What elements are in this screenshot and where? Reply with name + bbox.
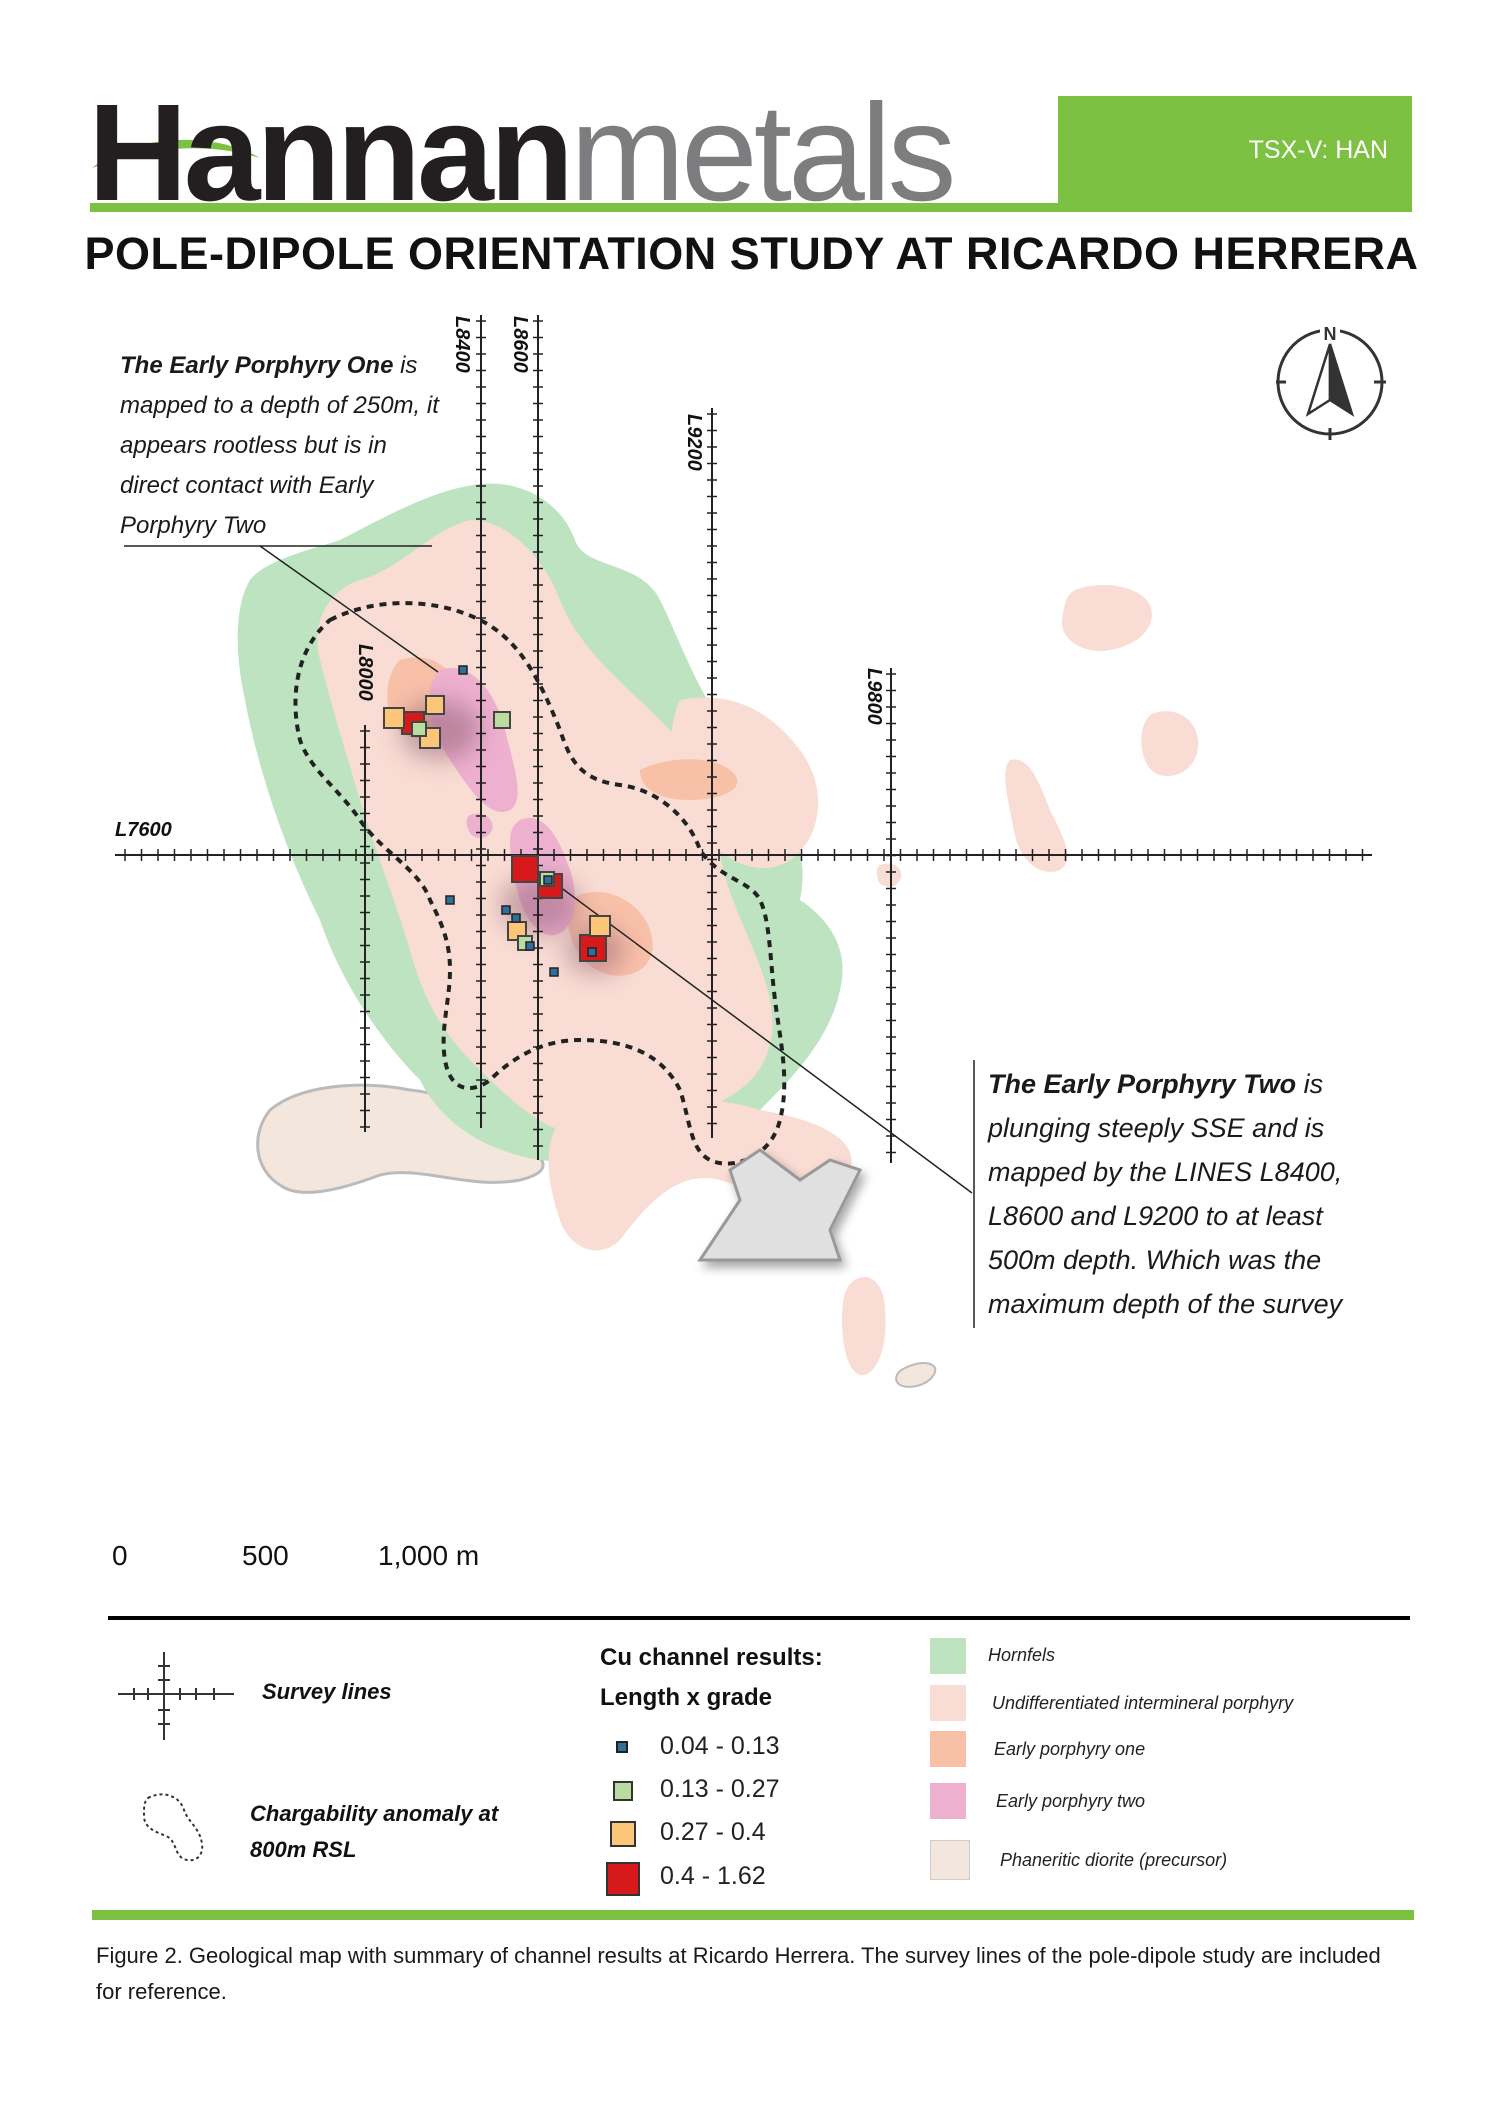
outcrop-area [1061, 585, 1152, 651]
sample-vlow [587, 947, 597, 957]
note-one-text: is mapped to a depth of 250m, it appears… [120, 352, 439, 539]
footer-divider [92, 1910, 1414, 1920]
outcrop-area [895, 1362, 937, 1388]
cu-legend-title: Cu channel results: Length x grade [600, 1638, 823, 1718]
cu-legend-heading: Cu channel results: [600, 1644, 823, 1671]
geo-label-early-one: Early porphyry one [994, 1739, 1146, 1759]
scale-label-500: 500 [242, 1540, 289, 1571]
legend-chargability-label: Chargability anomaly at 800m RSL [250, 1801, 499, 1862]
outcrop-area [876, 863, 902, 887]
sample-vlow [445, 895, 455, 905]
note-two-text: is plunging steeply SSE and is mapped by… [988, 1069, 1343, 1319]
sample-high [511, 855, 539, 883]
sample-vlow [543, 875, 553, 885]
sample-vlow [501, 905, 511, 915]
callout-note-early-porphyry-two: The Early Porphyry Two is plunging steep… [988, 1062, 1368, 1326]
geological-map: L8400 L8600 L9200 L8000 L9800 L7600 [115, 315, 1386, 1388]
chargability-anomaly-outline [293, 601, 787, 1166]
cu-swatch-1 [616, 1741, 628, 1753]
cu-label-1: 0.04 - 0.13 [660, 1732, 780, 1760]
callout-leader-one-diagonal [259, 545, 439, 673]
outcrop-area [1005, 759, 1068, 872]
intermineral-porphyry-area [671, 697, 819, 869]
sample-vlow [549, 967, 559, 977]
figure-caption: Figure 2. Geological map with summary of… [96, 1943, 1381, 2004]
sample-mid [383, 707, 405, 729]
line-label-l8600: L8600 [509, 316, 531, 373]
geo-label-phaneritic: Phaneritic diorite (precursor) [1000, 1850, 1228, 1870]
callout-leader-two [547, 877, 973, 1194]
ticker-box: TSX-V: HAN [1058, 96, 1412, 204]
geo-swatch-hornfels [930, 1638, 966, 1674]
logo-swoosh-icon [92, 139, 260, 168]
geo-label-hornfels: Hornfels [988, 1645, 1056, 1665]
cu-swatch-3 [610, 1821, 636, 1847]
cu-swatch-4 [606, 1862, 640, 1896]
cu-samples [383, 665, 611, 977]
line-label-l9800: L9800 [863, 668, 885, 725]
line-label-l7600: L7600 [115, 819, 172, 841]
scale-label-1000: 1,000 m [378, 1540, 480, 1571]
logo-text-dark: Hannan [88, 76, 574, 230]
sample-vlow [458, 665, 468, 675]
geo-swatch-early-one [930, 1731, 966, 1767]
sample-mid [425, 695, 445, 715]
sample-low [493, 711, 511, 729]
ticker-symbol: TSX-V: HAN [1248, 136, 1388, 164]
outcrop-area [842, 1276, 886, 1376]
cu-label-3: 0.27 - 0.4 [660, 1818, 766, 1846]
geo-label-intermineral: Undifferentiated intermineral porphyry [992, 1693, 1294, 1713]
legend-divider [108, 1616, 1410, 1620]
company-logo: Hannanmetals [88, 84, 957, 222]
geo-swatch-early-two [930, 1783, 966, 1819]
scale-label-0: 0 [112, 1540, 128, 1571]
geo-swatch-intermineral [930, 1685, 966, 1721]
note-two-bold: The Early Porphyry Two [988, 1069, 1297, 1099]
chargability-legend-icon [142, 1793, 204, 1862]
line-label-l9200: L9200 [683, 414, 705, 471]
north-label: N [1324, 324, 1337, 344]
page-title: POLE-DIPOLE ORIENTATION STUDY AT RICARDO… [84, 228, 1419, 279]
intermineral-porphyry-area [548, 1099, 852, 1251]
cu-label-4: 0.4 - 1.62 [660, 1862, 766, 1890]
line-label-l8000: L8000 [354, 644, 376, 701]
callout-note-early-porphyry-one: The Early Porphyry One is mapped to a de… [120, 346, 440, 546]
early-porphyry-two-area [466, 813, 493, 838]
geo-label-early-two: Early porphyry two [996, 1791, 1146, 1811]
line-label-l8400: L8400 [451, 316, 473, 373]
cu-legend-subheading: Length x grade [600, 1684, 773, 1711]
sample-vlow [525, 941, 535, 951]
legend-survey-lines-label: Survey lines [262, 1679, 392, 1704]
cu-label-2: 0.13 - 0.27 [660, 1775, 780, 1803]
north-arrow-icon: N [1276, 322, 1386, 440]
geo-swatch-phaneritic [930, 1840, 970, 1880]
cu-swatch-2 [613, 1781, 633, 1801]
logo-text-light: metals [570, 76, 956, 230]
sample-vlow [511, 913, 521, 923]
sample-low [411, 721, 427, 737]
note-one-bold: The Early Porphyry One [120, 352, 394, 379]
plunge-arrow-icon [697, 1148, 863, 1262]
survey-lines-legend-icon [118, 1652, 234, 1740]
header-divider [90, 203, 1412, 212]
outcrop-area [1141, 711, 1199, 776]
sample-mid [589, 915, 611, 937]
